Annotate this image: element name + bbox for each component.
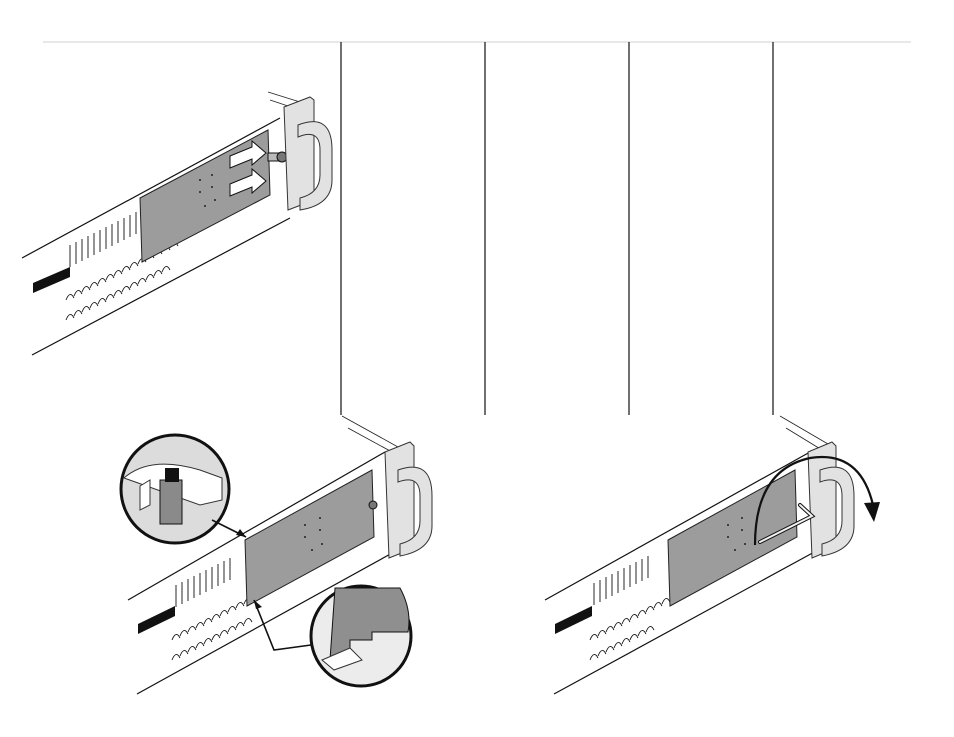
black-label-strip: [555, 606, 592, 634]
step-2-illustration: [121, 416, 432, 694]
thumbscrew-icon: [268, 152, 287, 162]
black-label-strip: [33, 267, 70, 293]
thumbscrew-icon: [369, 501, 377, 509]
detail-callout: [254, 586, 411, 686]
step-1-illustration: [22, 92, 332, 355]
module-panel: [668, 470, 797, 606]
connector-fin-rows: [590, 556, 670, 660]
detail-callout: [121, 435, 246, 543]
rack-handle: [284, 97, 314, 210]
black-label-strip: [138, 606, 175, 634]
step-3-illustration: [545, 416, 880, 694]
